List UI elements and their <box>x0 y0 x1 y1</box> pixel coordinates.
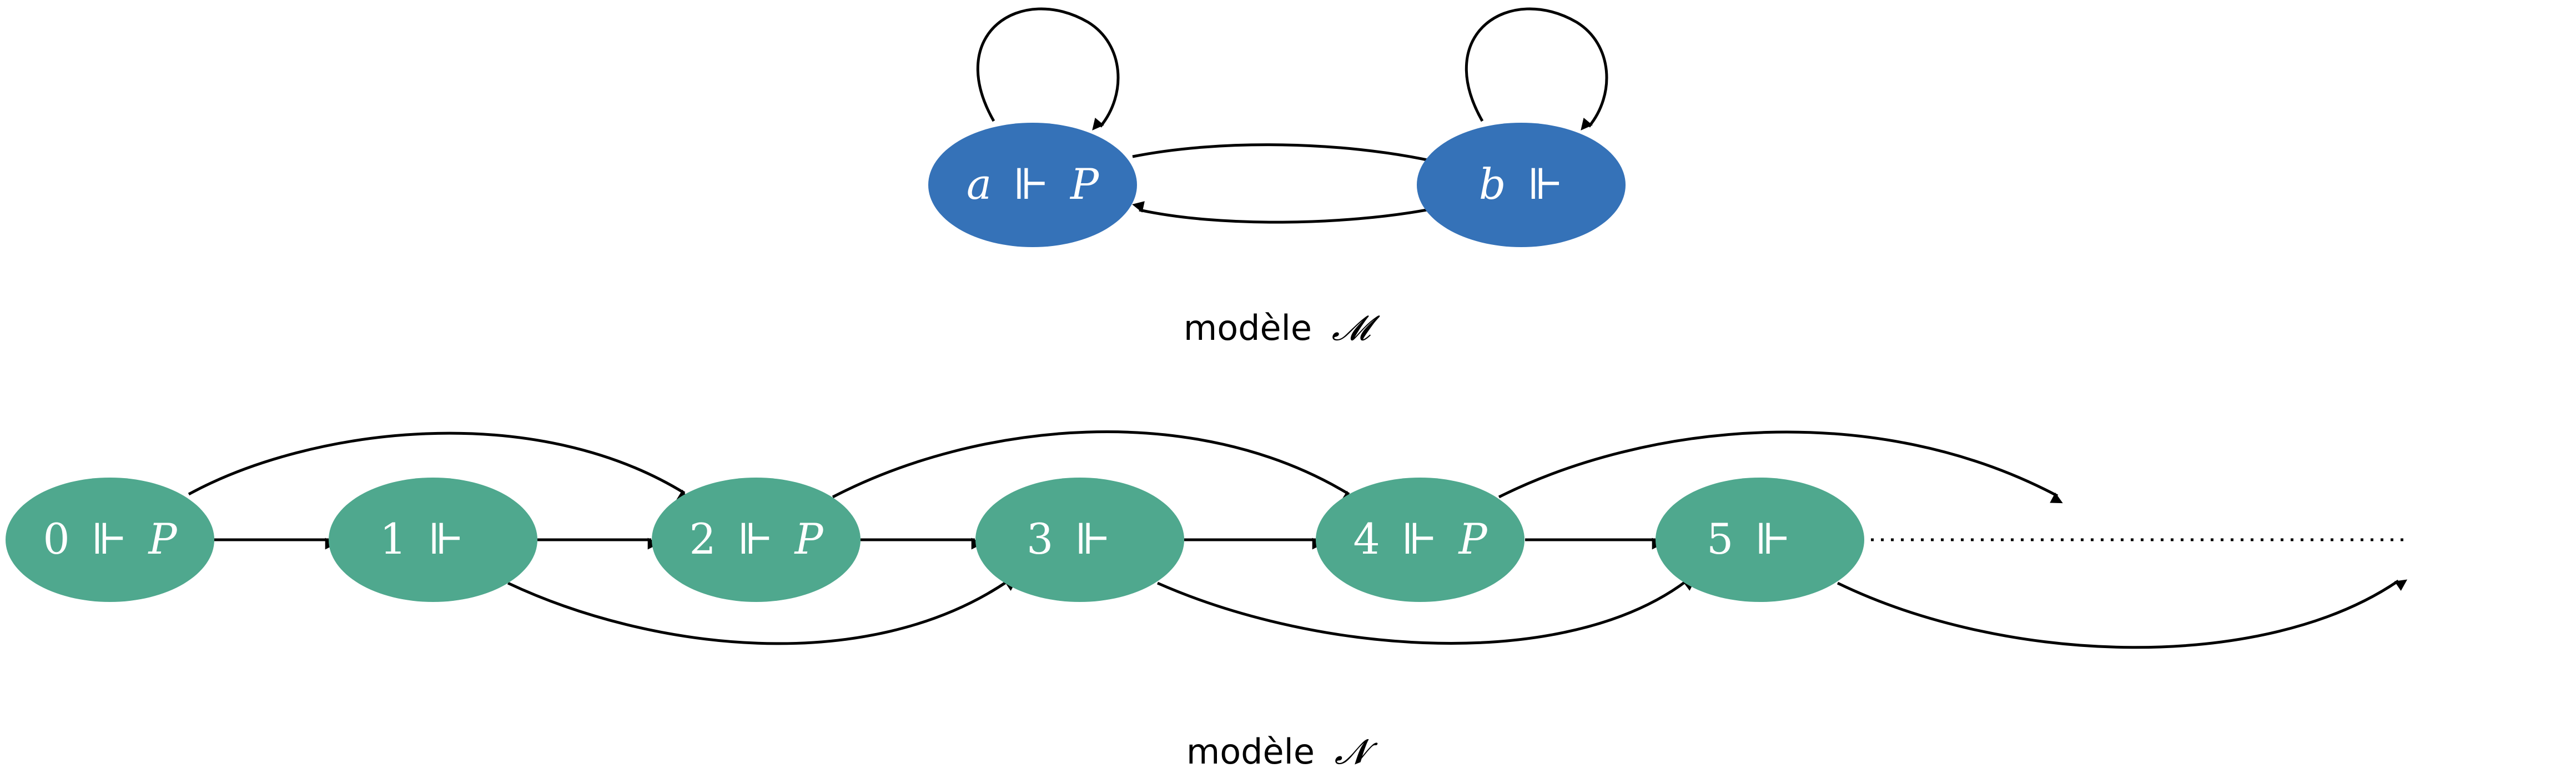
node-world-label: b <box>1479 159 1506 209</box>
node-prop-label: P <box>147 514 178 564</box>
svg-text:b ⊩: b ⊩ <box>1479 159 1563 209</box>
model-n-node-2: 2 ⊩ P <box>652 478 861 602</box>
forces-symbol: ⊩ <box>1075 514 1111 564</box>
edge-b-loop <box>1465 7 1608 130</box>
forces-symbol: ⊩ <box>91 514 127 564</box>
forces-symbol: ⊩ <box>1755 514 1791 564</box>
edge-a-loop <box>976 7 1120 130</box>
node-world-label: 4 <box>1353 514 1380 564</box>
model-m-caption: modèle 𝓜 <box>1184 308 1380 348</box>
edge-2-to-4 <box>832 430 1354 502</box>
node-world-label: 1 <box>380 514 406 564</box>
node-world-label: 3 <box>1027 514 1053 564</box>
edge-b-to-a <box>1132 201 1427 224</box>
model-n-node-3: 3 ⊩ <box>975 478 1184 602</box>
model-n-node-4: 4 ⊩ P <box>1316 478 1525 602</box>
forces-symbol: ⊩ <box>737 514 773 564</box>
edge-0-to-2 <box>188 431 690 501</box>
model-n-node-1: 1 ⊩ <box>329 478 537 602</box>
node-world-label: a <box>967 159 992 209</box>
forces-symbol: ⊩ <box>1401 514 1437 564</box>
forces-symbol: ⊩ <box>1527 159 1563 209</box>
edge-1-to-3 <box>507 579 1018 645</box>
svg-text:a ⊩ P: a ⊩ P <box>967 159 1100 209</box>
edge-3-to-5 <box>1156 579 1695 645</box>
caption-prefix: modèle <box>1184 308 1312 348</box>
caption-symbol: 𝓝 <box>1335 731 1378 772</box>
svg-text:2 ⊩ P: 2 ⊩ P <box>689 514 824 564</box>
caption-prefix: modèle <box>1186 731 1315 772</box>
svg-text:4 ⊩ P: 4 ⊩ P <box>1353 514 1488 564</box>
model-n-edges <box>188 430 2409 649</box>
svg-text:0 ⊩ P: 0 ⊩ P <box>43 514 178 564</box>
node-prop-label: P <box>793 514 824 564</box>
svg-text:5 ⊩: 5 ⊩ <box>1707 514 1791 564</box>
svg-text:3 ⊩: 3 ⊩ <box>1027 514 1111 564</box>
model-m-edges <box>976 7 1608 224</box>
node-prop-label: P <box>1069 159 1100 209</box>
model-m-node-a: a ⊩ P <box>928 123 1137 247</box>
node-world-label: 0 <box>43 514 69 564</box>
forces-symbol: ⊩ <box>428 514 464 564</box>
edge-5-to-next <box>1837 579 2408 649</box>
model-n-node-5: 5 ⊩ <box>1656 478 1864 602</box>
model-m-node-b: b ⊩ <box>1417 123 1626 247</box>
svg-text:1 ⊩: 1 ⊩ <box>380 514 464 564</box>
node-world-label: 5 <box>1707 514 1733 564</box>
forces-symbol: ⊩ <box>1013 159 1049 209</box>
node-prop-label: P <box>1457 514 1488 564</box>
model-n-caption: modèle 𝓝 <box>1186 731 1378 772</box>
model-n-node-0: 0 ⊩ P <box>6 478 214 602</box>
caption-symbol: 𝓜 <box>1332 308 1380 348</box>
node-world-label: 2 <box>689 514 716 564</box>
edge-4-to-next <box>1498 430 2063 504</box>
edge-a-to-b <box>1132 143 1440 170</box>
